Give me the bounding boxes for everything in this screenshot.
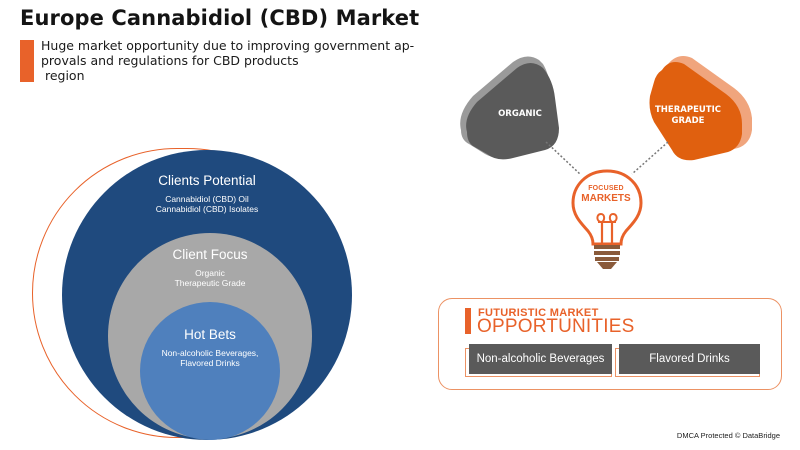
clients-potential-text: Clients Potential Cannabidiol (CBD) Oil … <box>107 173 307 214</box>
client-focus-title: Client Focus <box>172 247 248 262</box>
dotted-connectors <box>545 141 669 175</box>
subtitle-line: provals and regulations for CBD products <box>41 53 299 68</box>
organic-segment-label: ORGANIC <box>498 109 542 119</box>
subtitle-accent-bar <box>20 40 34 82</box>
bulb-label-markets: MARKETS <box>581 193 631 204</box>
bulb-label-focused: FOCUSED <box>588 185 624 192</box>
client-focus-text: Client Focus Organic Therapeutic Grade <box>130 247 290 288</box>
hot-bets-items: Non-alcoholic Beverages, Flavored Drinks <box>145 348 275 368</box>
opportunities-accent-bar <box>465 308 471 334</box>
circle-item: Flavored Drinks <box>180 358 240 368</box>
opportunities-heading-large: OPPORTUNITIES <box>477 316 635 337</box>
opportunities-panel <box>438 298 782 390</box>
circle-item: Non-alcoholic Beverages, <box>161 348 259 358</box>
opportunity-label: Flavored Drinks <box>619 344 760 374</box>
segment-label-line: THERAPEUTIC <box>655 105 721 115</box>
clients-potential-items: Cannabidiol (CBD) Oil Cannabidiol (CBD) … <box>107 194 307 214</box>
circle-item: Therapeutic Grade <box>174 278 246 288</box>
hot-bets-circle <box>140 302 280 440</box>
subtitle-line: region <box>41 68 85 83</box>
opportunity-item: Non-alcoholic Beverages <box>465 344 612 377</box>
circle-item: Cannabidiol (CBD) Oil <box>165 194 249 204</box>
therapeutic-grade-segment-label: THERAPEUTIC GRADE <box>648 105 728 127</box>
page-title: Europe Cannabidiol (CBD) Market <box>20 6 420 30</box>
copyright-footer: DMCA Protected © DataBridge <box>676 431 780 440</box>
subtitle: Huge market opportunity due to improving… <box>41 38 431 83</box>
hot-bets-title: Hot Bets <box>184 327 236 342</box>
segment-label-line: GRADE <box>671 116 705 126</box>
opportunity-item: Flavored Drinks <box>615 344 760 377</box>
subtitle-line: Huge market opportunity due to improving… <box>41 38 415 53</box>
circle-item: Organic <box>195 268 225 278</box>
opportunity-label: Non-alcoholic Beverages <box>469 344 612 374</box>
organic-segment-shape <box>460 56 559 160</box>
hot-bets-text: Hot Bets Non-alcoholic Beverages, Flavor… <box>145 327 275 368</box>
lightbulb-icon <box>571 169 643 269</box>
circle-item: Cannabidiol (CBD) Isolates <box>155 204 259 214</box>
opportunities-heading-small: FUTURISTIC MARKET <box>478 307 599 319</box>
therapeutic-grade-segment-shape <box>649 56 752 161</box>
client-focus-items: Organic Therapeutic Grade <box>130 268 290 288</box>
clients-potential-title: Clients Potential <box>158 173 256 188</box>
